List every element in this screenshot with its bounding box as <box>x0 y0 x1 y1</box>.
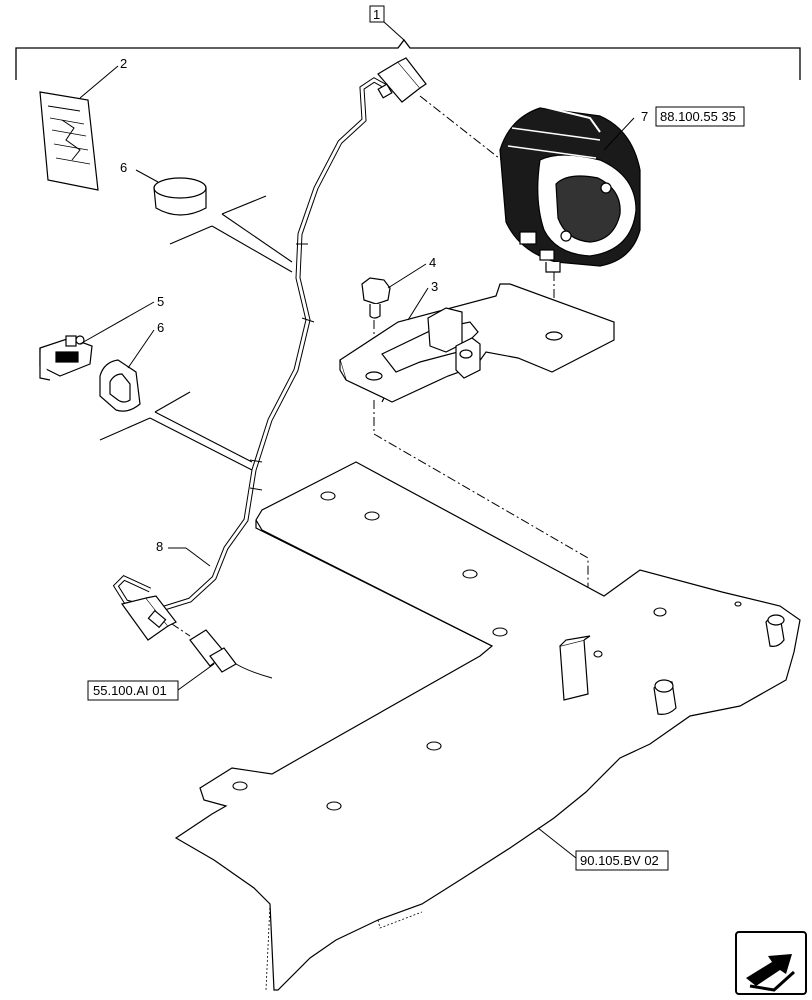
plate-ref-link[interactable]: 90.105.BV 02 <box>580 853 659 868</box>
grommet-ring-top <box>153 177 207 216</box>
callout-5: 5 <box>157 294 164 309</box>
harness-top-connector <box>377 57 427 103</box>
connector-ref-link[interactable]: 55.100.AI 01 <box>93 683 167 698</box>
callout-2: 2 <box>120 56 127 71</box>
callout-6b: 6 <box>157 320 164 335</box>
callout-7: 7 <box>641 109 648 124</box>
plate-edge-thickness <box>265 903 423 991</box>
harness-clip <box>39 335 93 381</box>
lamp-ref-box[interactable] <box>655 106 745 127</box>
work-lamp <box>499 102 641 273</box>
harness-bottom-connector <box>120 595 177 641</box>
next-page-arrow-icon[interactable] <box>735 931 807 995</box>
plate-spacers <box>559 614 785 715</box>
plate-holes <box>232 491 742 811</box>
harness-break-lines <box>99 195 293 471</box>
instruction-leaflet <box>39 91 99 191</box>
wiring-harness <box>112 77 394 613</box>
plate-ref-box[interactable] <box>575 850 669 871</box>
hex-bolt <box>361 277 391 319</box>
callout-8: 8 <box>156 539 163 554</box>
assembly-label-box <box>369 5 385 23</box>
connector-ref-box[interactable] <box>87 680 179 701</box>
lamp-bracket <box>339 283 615 403</box>
callout-3: 3 <box>431 279 438 294</box>
mounting-plate <box>174 461 801 991</box>
assembly-label: 1 <box>373 7 380 22</box>
grommet-lower <box>99 359 141 412</box>
lamp-ref-link[interactable]: 88.100.55 35 <box>660 109 736 124</box>
callout-4: 4 <box>429 255 436 270</box>
mating-connector <box>189 629 273 679</box>
callout-6a: 6 <box>120 160 127 175</box>
